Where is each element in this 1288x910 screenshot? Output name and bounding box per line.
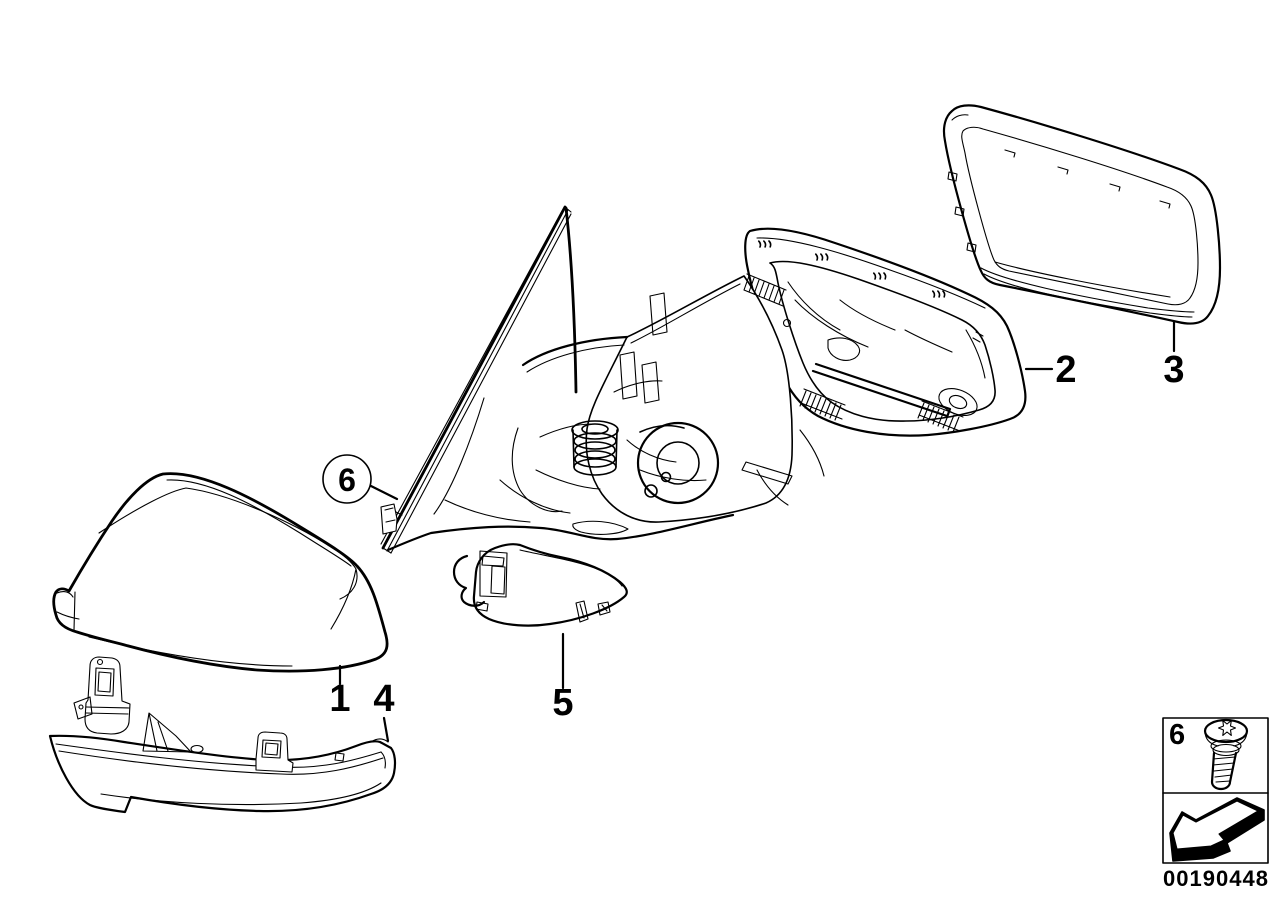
mirror-base-glass-edge bbox=[380, 205, 578, 554]
callout-2[interactable]: 2 bbox=[1024, 349, 1077, 391]
part-mirror-base-assembly bbox=[380, 205, 825, 554]
callout-5-label[interactable]: 5 bbox=[552, 682, 573, 724]
callout-3-label[interactable]: 3 bbox=[1163, 349, 1184, 391]
document-number: 00190448 bbox=[1163, 866, 1269, 891]
callout-1[interactable]: 1 bbox=[329, 664, 351, 720]
part-frame-ring bbox=[942, 104, 1222, 325]
callout-4-leader bbox=[382, 716, 390, 743]
fastener-mark-icon bbox=[757, 240, 946, 298]
part-lower-trim-strip bbox=[48, 656, 397, 814]
callout-4-label[interactable]: 4 bbox=[373, 678, 394, 720]
fixing-screw bbox=[380, 503, 403, 535]
legend-box: 6 bbox=[1162, 717, 1269, 864]
callout-6-leader bbox=[369, 484, 399, 501]
callout-6-label[interactable]: 6 bbox=[338, 462, 356, 498]
callout-3[interactable]: 3 bbox=[1163, 320, 1185, 391]
torx-screw-icon bbox=[1203, 718, 1249, 791]
callout-6-circle[interactable] bbox=[322, 454, 372, 504]
direction-arrow-icon bbox=[1169, 797, 1265, 862]
part-cover-bracket bbox=[452, 543, 628, 627]
callout-4[interactable]: 4 bbox=[373, 678, 395, 743]
part-mirror-cap bbox=[52, 472, 389, 673]
spring-coil bbox=[571, 420, 619, 476]
legend-item-number: 6 bbox=[1169, 719, 1185, 751]
callout-2-label[interactable]: 2 bbox=[1055, 349, 1076, 391]
callout-6[interactable]: 6 bbox=[322, 454, 399, 504]
callout-5[interactable]: 5 bbox=[552, 632, 574, 724]
callout-1-label[interactable]: 1 bbox=[329, 678, 350, 720]
